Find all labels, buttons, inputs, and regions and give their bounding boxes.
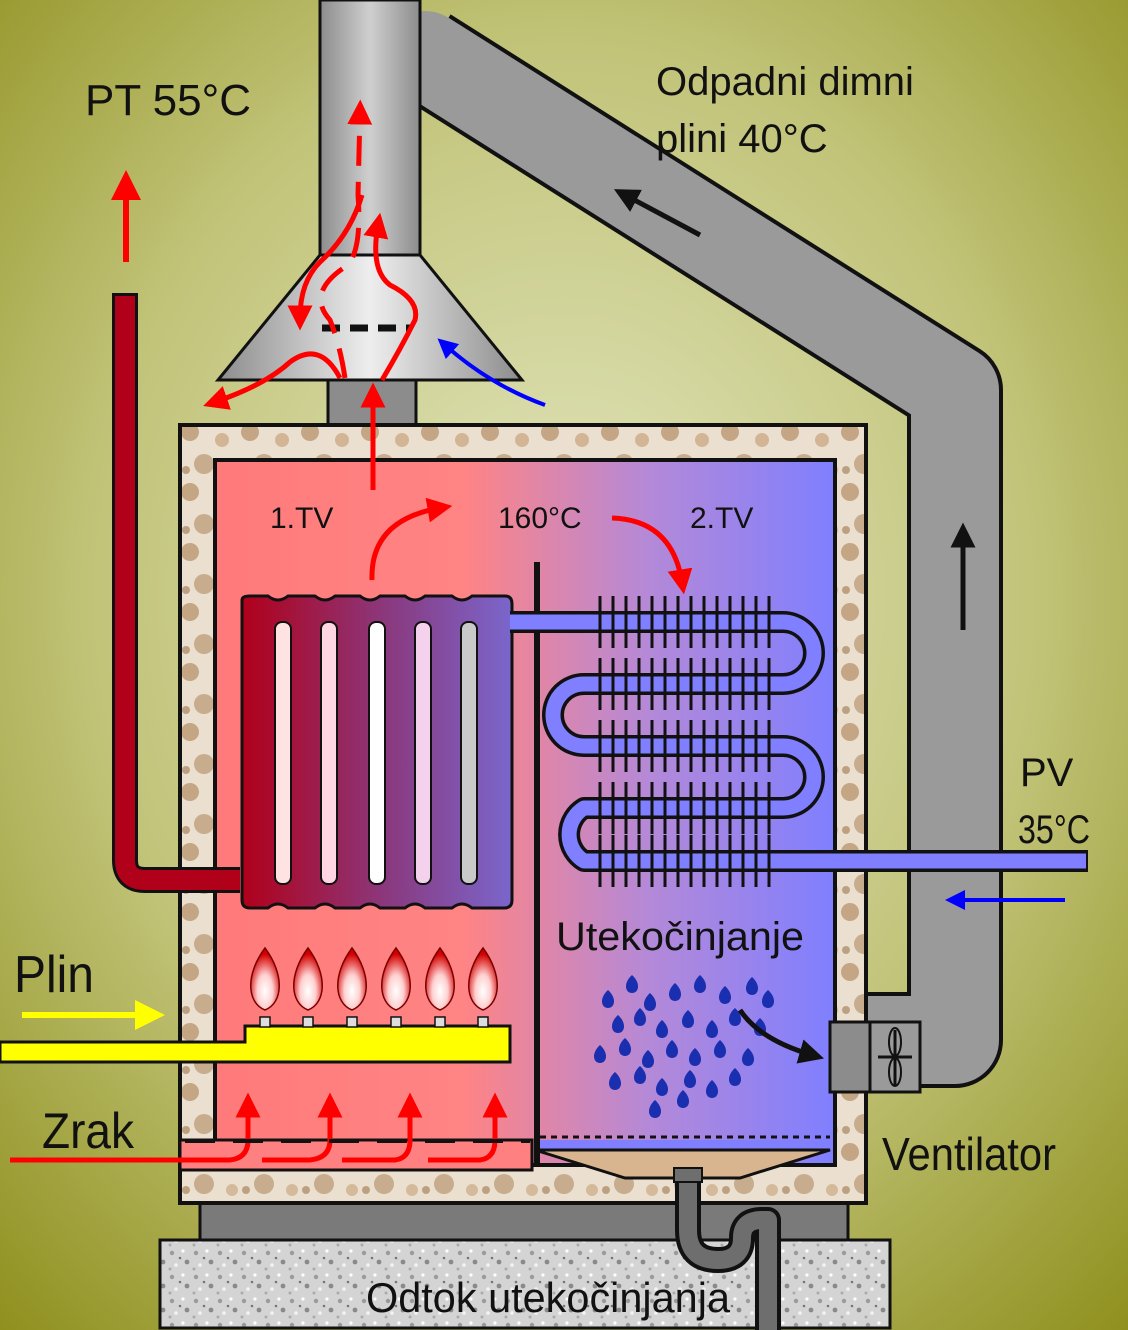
- chimney-column: [318, 0, 422, 262]
- condensate-drop: [655, 1078, 669, 1096]
- condensate-drop: [741, 1048, 755, 1066]
- flame-icon: [381, 946, 411, 1011]
- condensate-drop: [625, 975, 639, 993]
- hot-water-pipe: [115, 296, 240, 890]
- air-inlet-duct: [178, 1138, 534, 1172]
- return-water-label-line1: PV: [1020, 751, 1074, 795]
- gas-burner: [0, 946, 512, 1064]
- condensate-drop: [618, 1038, 632, 1056]
- condensate-drop: [643, 993, 657, 1011]
- condensate-drop: [655, 1020, 669, 1038]
- fan-label: Ventilator: [882, 1128, 1056, 1180]
- flame-icon: [250, 946, 280, 1011]
- exhaust-label-line1: Odpadni dimni: [656, 60, 914, 104]
- condensate-drop: [611, 1015, 625, 1033]
- condensate-drop: [665, 1040, 679, 1058]
- hot-water-out-label: PT 55°C: [85, 76, 251, 125]
- condensate-drop: [688, 1048, 702, 1066]
- condensate-drop: [676, 1090, 690, 1108]
- gas-label: Plin: [14, 946, 94, 1004]
- exchanger-2-label: 2.TV: [690, 502, 753, 535]
- condensate-drop: [718, 986, 732, 1004]
- condensation-label: Utekočinjanje: [556, 915, 804, 959]
- condensate-drop: [728, 1008, 742, 1026]
- burner-nozzle: [390, 1016, 402, 1028]
- condensate-drop: [641, 1050, 655, 1068]
- condensate-drop: [601, 990, 615, 1008]
- exchanger-1-label: 1.TV: [270, 502, 333, 535]
- condensate-drain-pipe: [673, 1167, 781, 1330]
- flame-icon: [468, 946, 498, 1011]
- return-water-label-line2: 35°C: [1018, 808, 1090, 852]
- condensate-drop: [593, 1045, 607, 1063]
- burner-nozzle: [346, 1016, 358, 1028]
- heat-exchanger-2: [510, 596, 1088, 887]
- condensate-drop: [633, 1066, 647, 1084]
- heat-exchanger-1: [240, 594, 514, 910]
- condensate-drop: [728, 1068, 742, 1086]
- exhaust-flow-arrows: [613, 189, 976, 630]
- condensate-drop: [683, 1070, 697, 1088]
- condensate-drop: [705, 1020, 719, 1038]
- condensate-droplets: [593, 975, 775, 1118]
- condensate-flow-arrow: [737, 1008, 825, 1064]
- condensate-collector: [535, 1140, 830, 1150]
- condensate-drop: [681, 1010, 695, 1028]
- condensate-drop: [693, 975, 707, 993]
- burner-nozzle: [434, 1016, 446, 1028]
- flue-temperature-label: 160°C: [498, 502, 582, 535]
- burner-nozzle: [477, 1016, 489, 1028]
- condensate-drop: [648, 1100, 662, 1118]
- cold-flow-arrows: [437, 338, 1065, 910]
- condensate-drop: [761, 990, 775, 1008]
- exhaust-label-line2: plini 40°C: [656, 117, 828, 161]
- air-label: Zrak: [42, 1103, 135, 1159]
- flame-icon: [293, 946, 323, 1011]
- flame-icon: [425, 946, 455, 1011]
- hot-gas-flow-arrows: [111, 99, 693, 595]
- condensate-drop: [608, 1072, 622, 1090]
- burner-nozzle: [302, 1016, 314, 1028]
- condensate-drain-label: Odtok utekočinjanja: [366, 1274, 731, 1321]
- burner-nozzle: [259, 1016, 271, 1028]
- condensate-funnel: [534, 1148, 831, 1180]
- condensate-drop: [668, 983, 682, 1001]
- condensate-drop: [705, 1080, 719, 1098]
- condensate-drop: [633, 1008, 647, 1026]
- fan: [828, 1020, 922, 1094]
- flame-icon: [337, 946, 367, 1011]
- condensate-drop: [745, 977, 759, 995]
- condensate-drop: [713, 1040, 727, 1058]
